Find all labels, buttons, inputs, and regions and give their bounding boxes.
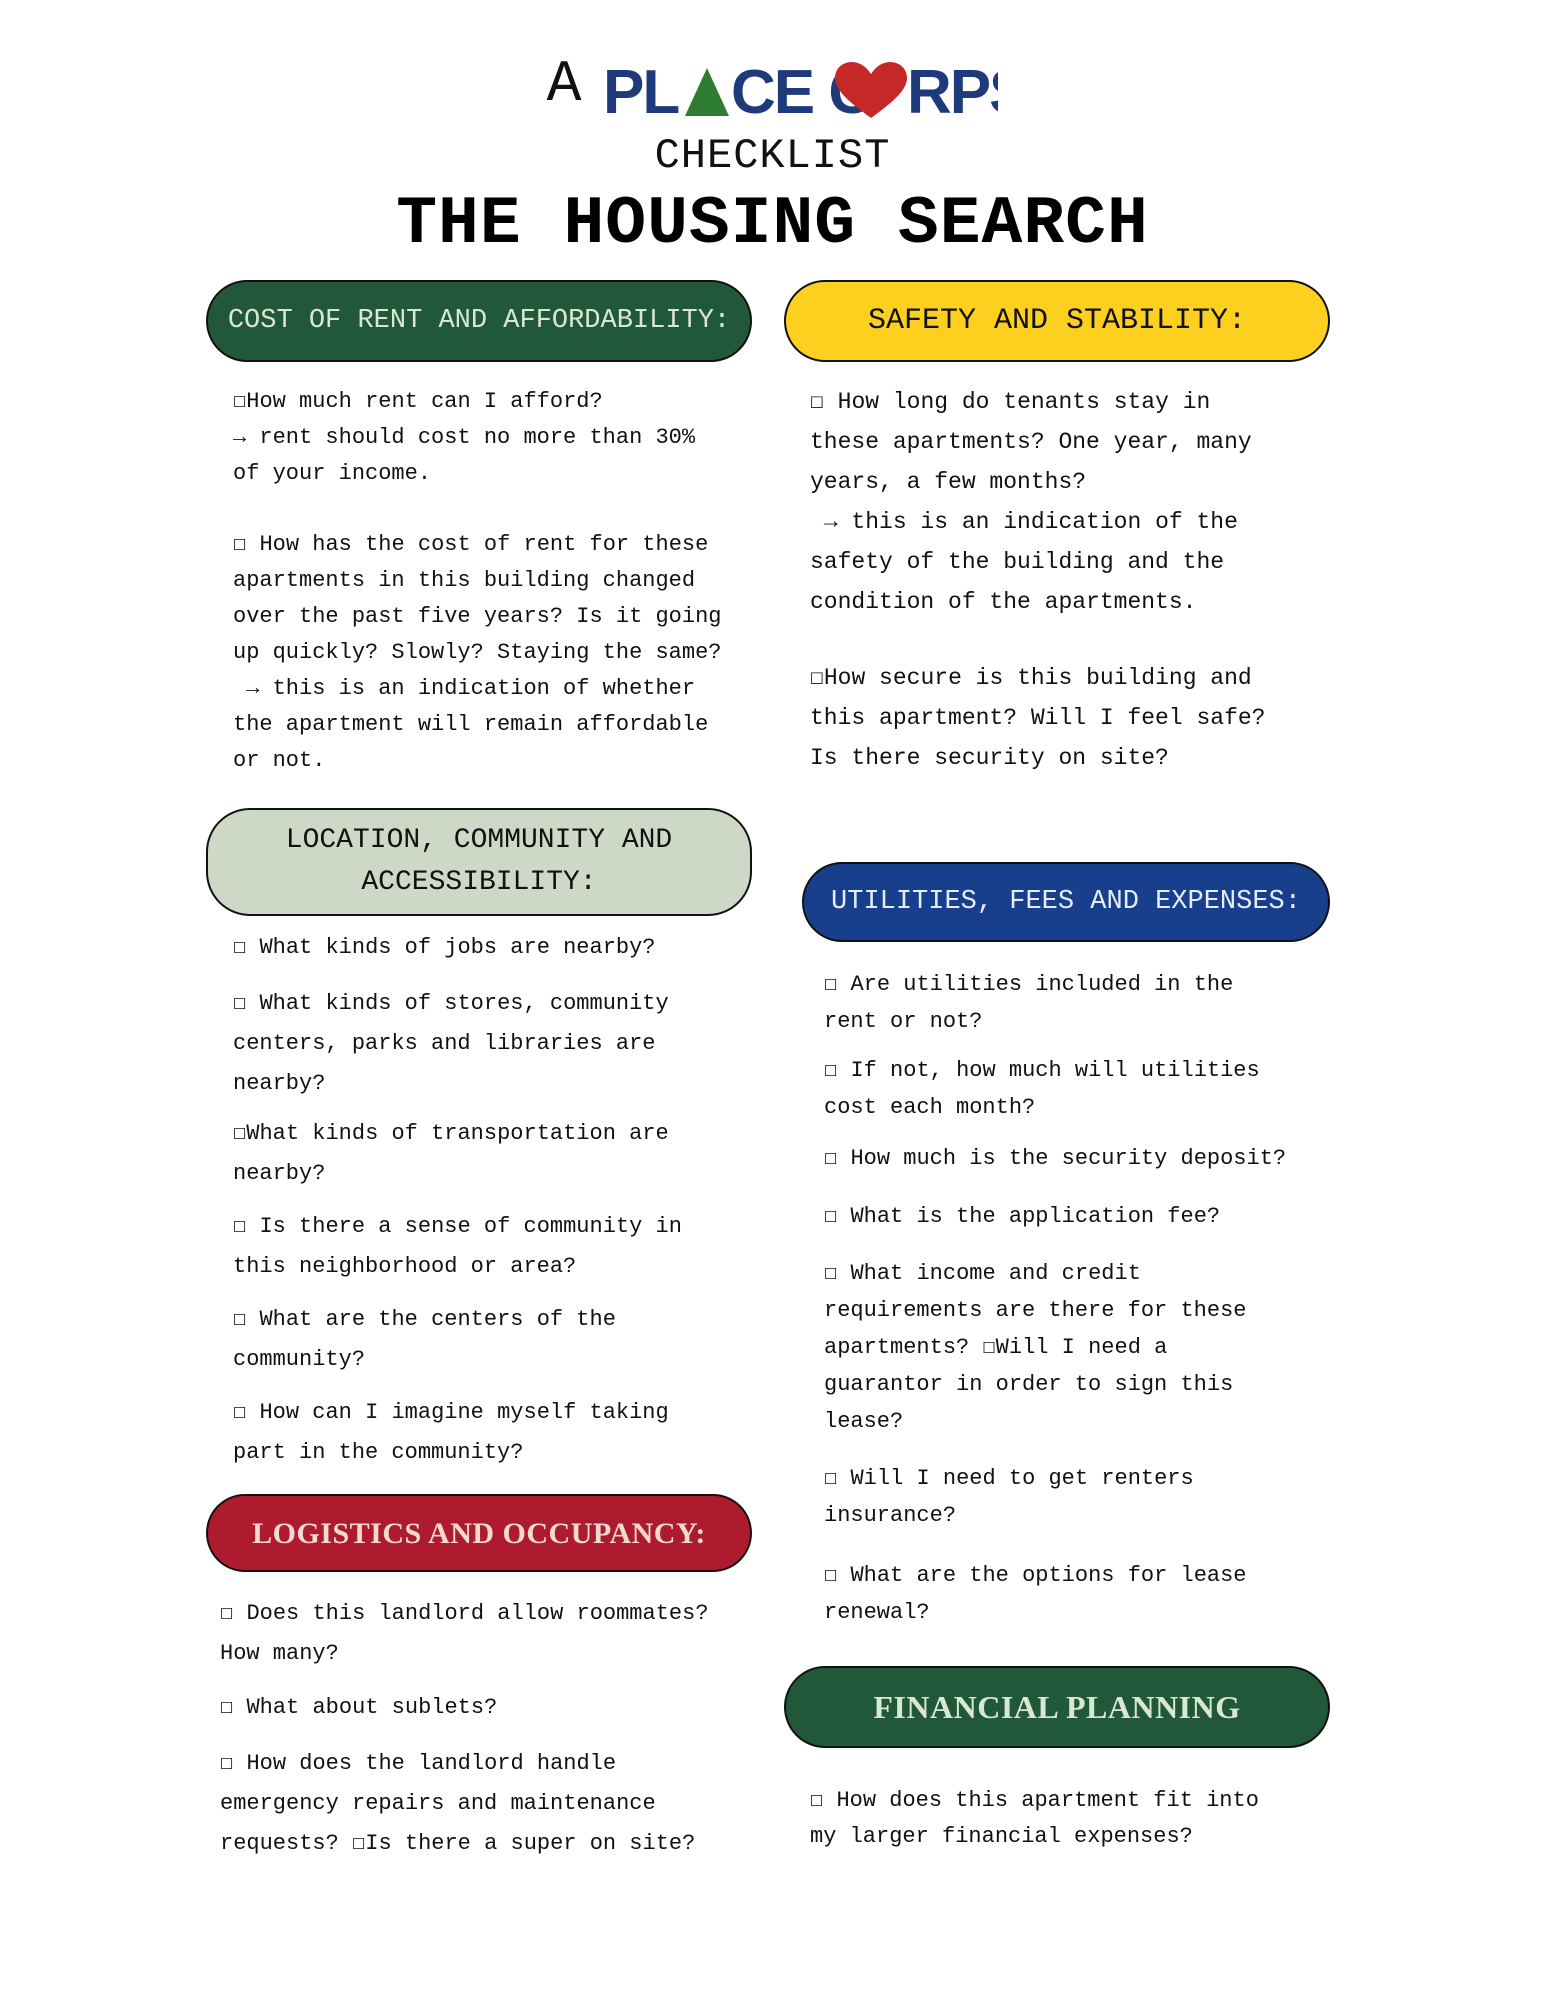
section-heading-cost: COST OF RENT AND AFFORDABILITY: xyxy=(206,280,752,362)
checklist-item-take-part: ☐ How can I imagine myself taking part i… xyxy=(233,1400,669,1465)
checklist-item-financial-fit: ☐ How does this apartment fit into my la… xyxy=(810,1788,1259,1849)
checklist-item-community-centers: ☐ What are the centers of the community? xyxy=(233,1307,616,1372)
checklist-item-lease-renewal: ☐ What are the options for lease renewal… xyxy=(824,1563,1247,1625)
checklist-item-application-fee: ☐ What is the application fee? xyxy=(824,1204,1221,1229)
section-heading-logistics: LOGISTICS AND OCCUPANCY: xyxy=(206,1494,752,1572)
checklist-item-stores: ☐ What kinds of stores, community center… xyxy=(233,991,669,1096)
checklist-item-rent-history: ☐ How has the cost of rent for these apa… xyxy=(233,532,722,773)
tree-icon xyxy=(685,68,730,116)
checklist-item-security-deposit: ☐ How much is the security deposit? xyxy=(824,1146,1287,1171)
checklist-item-jobs: ☐ What kinds of jobs are nearby? xyxy=(233,935,656,960)
brand-text-pl: PL xyxy=(603,58,678,127)
checklist-item-income-credit: ☐ What income and credit requirements ar… xyxy=(824,1261,1247,1434)
section-heading-location-label: LOCATION, COMMUNITY AND ACCESSIBILITY: xyxy=(285,825,673,898)
checklist-item-security: ☐How secure is this building and this ap… xyxy=(810,665,1266,771)
checklist-item-sublets: ☐ What about sublets? xyxy=(220,1695,498,1720)
checklist-label: CHECKLIST xyxy=(654,132,891,180)
checklist-item-sense-of-community: ☐ Is there a sense of community in this … xyxy=(233,1214,682,1279)
checklist-item-utilities-included: ☐ Are utilities included in the rent or … xyxy=(824,972,1234,1034)
checklist-item-utilities-cost: ☐ If not, how much will utilities cost e… xyxy=(824,1058,1260,1120)
checklist-item-rent-afford: ☐How much rent can I afford? → rent shou… xyxy=(233,389,696,486)
brand-logo: A PL CE C RPS xyxy=(0,53,1545,128)
section-heading-utilities: UTILITIES, FEES AND EXPENSES: xyxy=(802,862,1330,942)
place-corps-logo: PL CE C RPS xyxy=(603,58,998,127)
section-heading-location: LOCATION, COMMUNITY AND ACCESSIBILITY: xyxy=(206,808,752,916)
section-heading-safety: SAFETY AND STABILITY: xyxy=(784,280,1330,362)
checklist-item-repairs: ☐ How does the landlord handle emergency… xyxy=(220,1751,696,1856)
checklist-item-transportation: ☐What kinds of transportation are nearby… xyxy=(233,1121,669,1186)
checklist-item-roommates: ☐ Does this landlord allow roommates? Ho… xyxy=(220,1601,709,1666)
heart-icon xyxy=(835,62,908,118)
checklist-item-renters-insurance: ☐ Will I need to get renters insurance? xyxy=(824,1466,1194,1528)
page-title: THE HOUSING SEARCH xyxy=(396,186,1149,263)
brand-prefix: A xyxy=(546,52,582,118)
brand-text-rps: RPS xyxy=(907,58,998,127)
checklist-item-tenant-stay: ☐ How long do tenants stay in these apar… xyxy=(810,389,1252,615)
section-heading-financial: FINANCIAL PLANNING xyxy=(784,1666,1330,1748)
